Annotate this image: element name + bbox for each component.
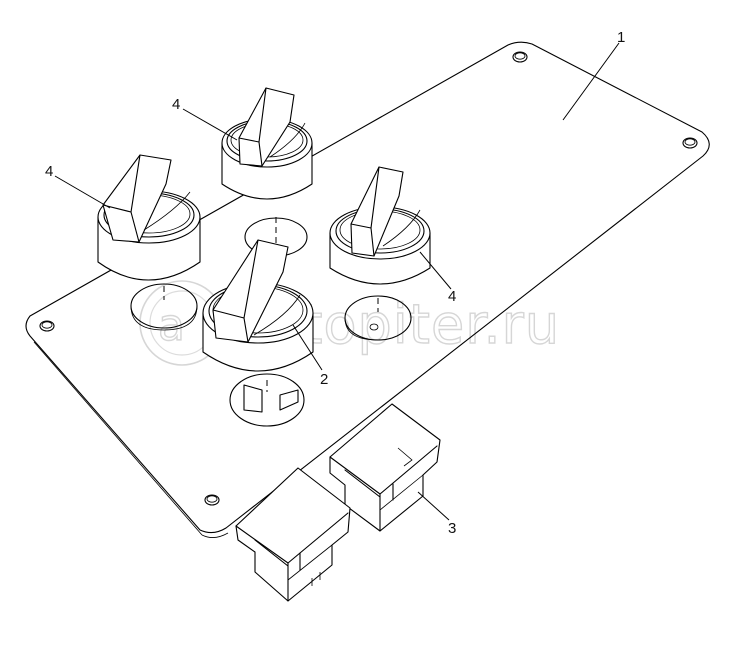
mounting-hole	[682, 137, 698, 149]
callout-4-right-switch: 4	[448, 288, 456, 305]
callout-2-center-switch: 2	[320, 371, 328, 388]
callout-4-left-switch: 4	[45, 163, 53, 180]
callout-3-connector: 3	[448, 520, 456, 537]
panel-plate	[25, 41, 710, 538]
mounting-hole	[512, 51, 528, 63]
leader-lines	[54, 42, 620, 521]
callout-4-top-switch: 4	[172, 96, 180, 113]
callout-1-panel: 1	[617, 29, 625, 46]
rotary-switch-right	[329, 166, 431, 285]
switch-cutout	[229, 373, 305, 427]
svg-text:a: a	[158, 300, 186, 351]
rotary-switch-center	[202, 239, 314, 372]
connector-block	[235, 467, 351, 602]
mounting-hole	[39, 320, 55, 332]
switch-cutout	[344, 295, 412, 341]
rotary-switch-top	[221, 87, 313, 200]
rotary-switch-left	[97, 154, 201, 281]
mounting-hole	[204, 494, 220, 506]
switch-cutout	[130, 283, 198, 331]
